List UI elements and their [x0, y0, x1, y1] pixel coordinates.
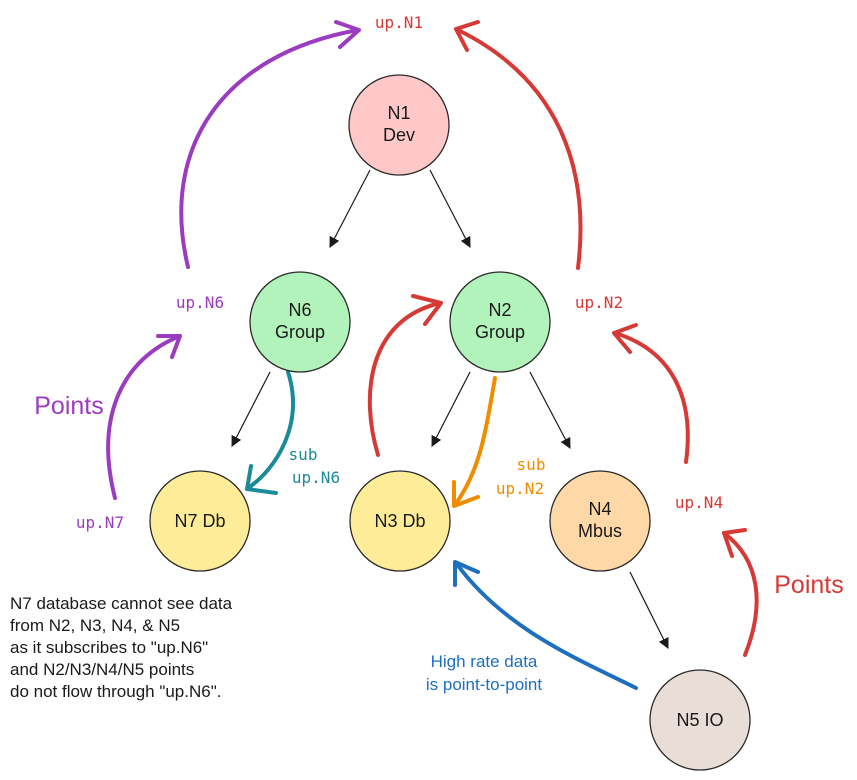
- blue-arrow: [453, 560, 638, 690]
- label-sub-n2-line2: up.N2: [496, 479, 544, 498]
- node-n4-line2: Mbus: [578, 521, 622, 541]
- red-arrow-n2-to-up-n1: [456, 28, 583, 270]
- purple-arrow-n6-to-up-n1: [179, 28, 360, 269]
- label-sub-n2-line1: sub: [517, 455, 546, 474]
- orange-arrowhead-n3: [452, 480, 480, 508]
- node-n7: N7 Db: [149, 470, 251, 572]
- note-line-5: do not flow through "up.N6".: [10, 682, 221, 701]
- label-points-left: Points: [34, 392, 103, 420]
- node-n3-line1: N3 Db: [374, 511, 425, 531]
- red-arrowhead-up-n2: [612, 323, 638, 354]
- red-arrow-n5-to-up-n4: [722, 531, 759, 657]
- edge-n1-n2: [429, 169, 471, 248]
- label-high-rate-line2: is point-to-point: [426, 675, 543, 694]
- label-up-n1: up.N1: [375, 13, 423, 32]
- node-n1-line1: N1: [387, 103, 410, 123]
- label-sub-n6-line2: up.N6: [292, 468, 340, 487]
- label-up-n7: up.N7: [76, 513, 124, 532]
- purple-arrowhead-up-n6: [156, 334, 182, 359]
- teal-arrowhead-n7: [245, 464, 278, 495]
- red-arrow-n4-to-up-n2: [613, 331, 690, 464]
- purple-arrows: [106, 20, 361, 500]
- orange-arrow: [452, 376, 497, 508]
- node-n5: N5 IO: [649, 669, 751, 771]
- node-n4-line1: N4: [588, 499, 611, 519]
- node-n3: N3 Db: [349, 470, 451, 572]
- node-n2: N2 Group: [449, 271, 551, 373]
- label-up-n2: up.N2: [575, 293, 623, 312]
- orange-arrow-sub-n2: [453, 376, 497, 507]
- red-arrowhead-up-n4: [722, 528, 747, 558]
- note-line-1: N7 database cannot see data: [10, 594, 233, 613]
- red-arrows: [367, 20, 759, 657]
- note-line-2: from N2, N3, N4, & N5: [10, 616, 180, 635]
- node-n6: N6 Group: [249, 271, 351, 373]
- purple-arrowhead-up-n1: [334, 20, 361, 49]
- note-line-4: and N2/N3/N4/N5 points: [10, 660, 194, 679]
- label-up-n4: up.N4: [675, 493, 723, 512]
- label-up-n6: up.N6: [176, 293, 224, 312]
- explanation-note: N7 database cannot see data from N2, N3,…: [10, 594, 233, 701]
- red-arrow-n3-to-n2: [367, 301, 442, 457]
- label-sub-n6-line1: sub: [289, 445, 318, 464]
- purple-arrow-n7-to-up-n6: [106, 334, 182, 500]
- edge-n1-n6: [329, 169, 371, 248]
- blue-arrow-high-rate: [454, 561, 638, 690]
- node-n1-line2: Dev: [383, 125, 415, 145]
- label-high-rate-line1: High rate data: [431, 652, 538, 671]
- edge-n2-n3: [431, 371, 471, 447]
- node-n2-line1: N2: [488, 300, 511, 320]
- edge-n4-n5: [629, 571, 669, 649]
- label-points-right: Points: [774, 571, 843, 599]
- node-n5-line1: N5 IO: [676, 710, 723, 730]
- note-line-3: as it subscribes to "up.N6": [10, 638, 208, 657]
- node-n6-line1: N6: [288, 300, 311, 320]
- edge-n6-n7: [231, 371, 271, 447]
- node-n6-line2: Group: [275, 322, 325, 342]
- red-arrowhead-up-n1: [454, 20, 480, 52]
- node-n1: N1 Dev: [348, 74, 450, 176]
- node-n7-line1: N7 Db: [174, 511, 225, 531]
- red-arrowhead-n2: [411, 294, 443, 326]
- teal-arrow: [245, 370, 295, 495]
- teal-arrow-sub-n6: [246, 370, 295, 490]
- node-n2-line2: Group: [475, 322, 525, 342]
- node-n4: N4 Mbus: [549, 470, 651, 572]
- tree-edges: [231, 169, 669, 649]
- edge-n2-n4: [529, 371, 571, 449]
- blue-arrowhead-n3: [453, 560, 480, 587]
